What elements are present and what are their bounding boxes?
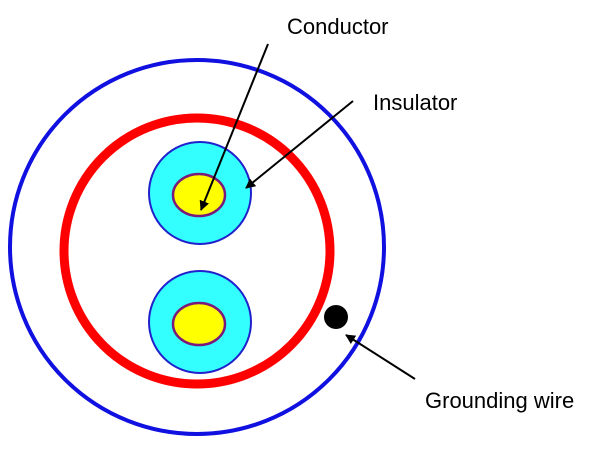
- insulator-label: Insulator: [373, 90, 457, 115]
- top-conductor: [171, 172, 227, 218]
- outer-sheath-ring: [8, 58, 386, 436]
- shield-ring: [59, 113, 335, 389]
- conductor-arrow: [199, 43, 269, 211]
- bottom-conductor: [171, 301, 227, 347]
- insulator-arrow: [245, 100, 354, 189]
- conductor-label: Conductor: [287, 14, 389, 39]
- grounding-wire-arrow: [345, 334, 416, 380]
- grounding-wire-label: Grounding wire: [425, 388, 574, 413]
- grounding-wire-dot: [324, 305, 348, 329]
